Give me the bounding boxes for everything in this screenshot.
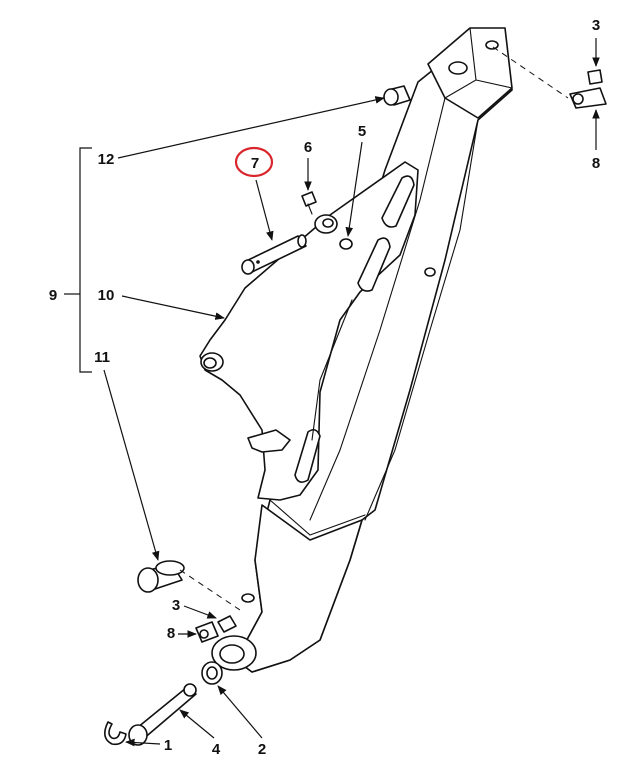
- dashed-line-top: [492, 46, 569, 99]
- callout-1: 1: [164, 737, 172, 754]
- callout-3-bottom: 3: [172, 597, 180, 614]
- leader-3-bottom: [183, 605, 217, 619]
- dashed-line-bottom: [179, 569, 241, 611]
- retaining-clip-1: [104, 721, 127, 746]
- clamp-8-top: [569, 87, 607, 109]
- leader-4: [179, 709, 215, 739]
- callout-7: 7: [251, 155, 259, 172]
- clamp-8-bottom: [195, 621, 219, 643]
- leader-1: [125, 738, 161, 747]
- bushing-upper: [383, 85, 411, 106]
- callout-7-highlight-ring: [234, 146, 274, 178]
- callout-5: 5: [358, 123, 366, 140]
- bushing-lower: [137, 560, 185, 593]
- callout-9: 9: [49, 287, 57, 304]
- grease-fitting-3-bottom: [217, 615, 237, 633]
- side-plate: [199, 161, 419, 501]
- bolt-6: [301, 191, 338, 234]
- callout-10: 10: [98, 287, 115, 304]
- grease-fitting-3-top: [587, 69, 603, 85]
- callout-8-top: 8: [592, 155, 600, 172]
- nut-5: [339, 238, 353, 250]
- callout-2: 2: [258, 741, 266, 758]
- washer-2: [201, 661, 223, 685]
- callout-3-top: 3: [592, 17, 600, 34]
- callout-6: 6: [304, 139, 312, 156]
- boom-arm: [211, 27, 513, 673]
- leader-2: [217, 685, 263, 739]
- leader-7: [255, 179, 274, 241]
- long-pin-4: [128, 683, 197, 746]
- callout-8-bottom: 8: [167, 625, 175, 642]
- pin-7: [241, 234, 307, 275]
- callout-12: 12: [98, 151, 115, 168]
- leader-10: [121, 295, 225, 320]
- leader-12: [117, 96, 385, 159]
- callout-11: 11: [94, 349, 110, 366]
- callout-4: 4: [212, 741, 221, 758]
- leader-11: [103, 369, 160, 561]
- bracket-9: [79, 147, 92, 373]
- leader-5: [345, 141, 363, 237]
